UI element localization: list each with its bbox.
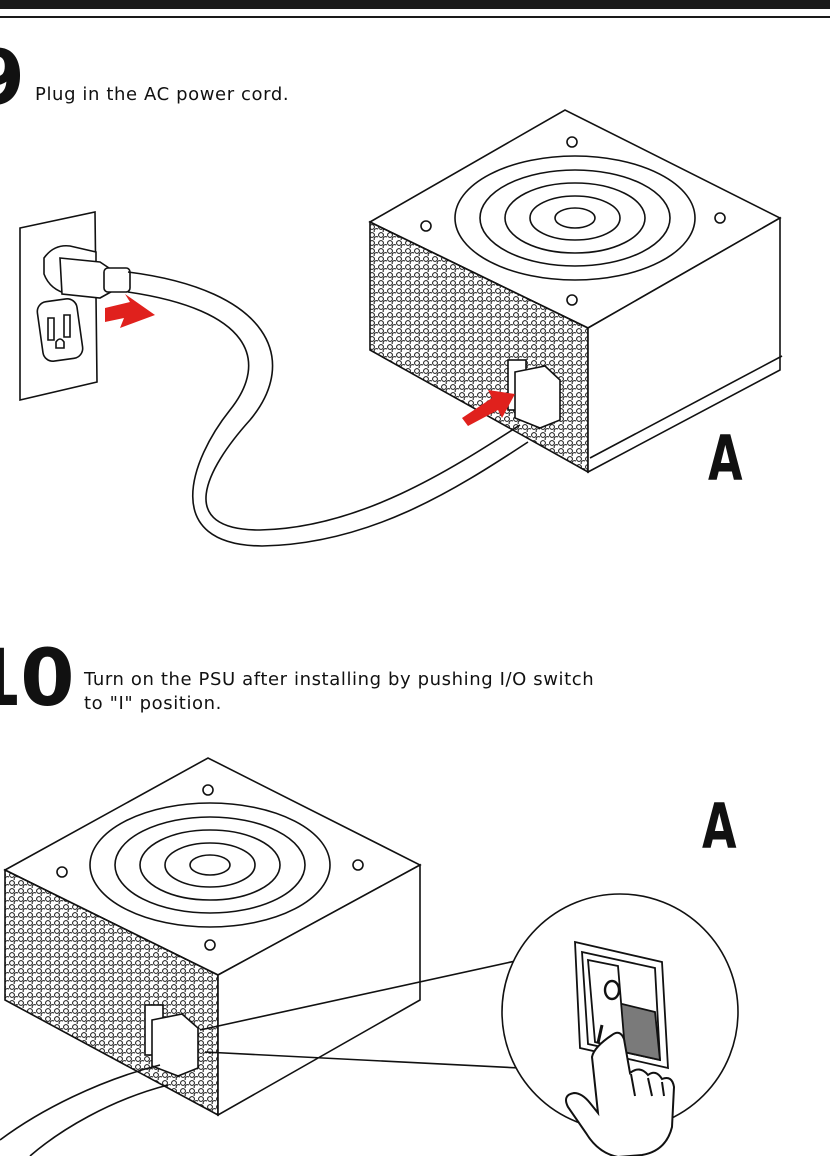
power-cord-icon (59, 257, 529, 547)
header-bar (0, 0, 830, 9)
step-10-model-label: A (702, 790, 737, 863)
step-10-instruction-line2: to "I" position. (84, 693, 222, 714)
step-10-instruction-line1: Turn on the PSU after installing by push… (84, 669, 595, 690)
step-10-instruction: Turn on the PSU after installing by push… (84, 668, 764, 716)
rocker-switch-icon (574, 940, 669, 1070)
wall-outlet-icon (19, 211, 98, 402)
header-rule (0, 16, 830, 18)
step-9-model-label: A (708, 422, 743, 495)
power-cord-icon-step10 (0, 1064, 169, 1156)
psu-icon (368, 109, 783, 474)
step-10-number: 10 (0, 634, 75, 724)
red-arrow-icon (105, 294, 155, 328)
pointing-hand-icon (565, 1031, 676, 1156)
step-9-number: 9 (0, 40, 25, 116)
psu-icon-step10 (3, 757, 422, 1117)
red-arrow-icon-psu (462, 390, 515, 426)
step-9-instruction: Plug in the AC power cord. (35, 84, 290, 105)
